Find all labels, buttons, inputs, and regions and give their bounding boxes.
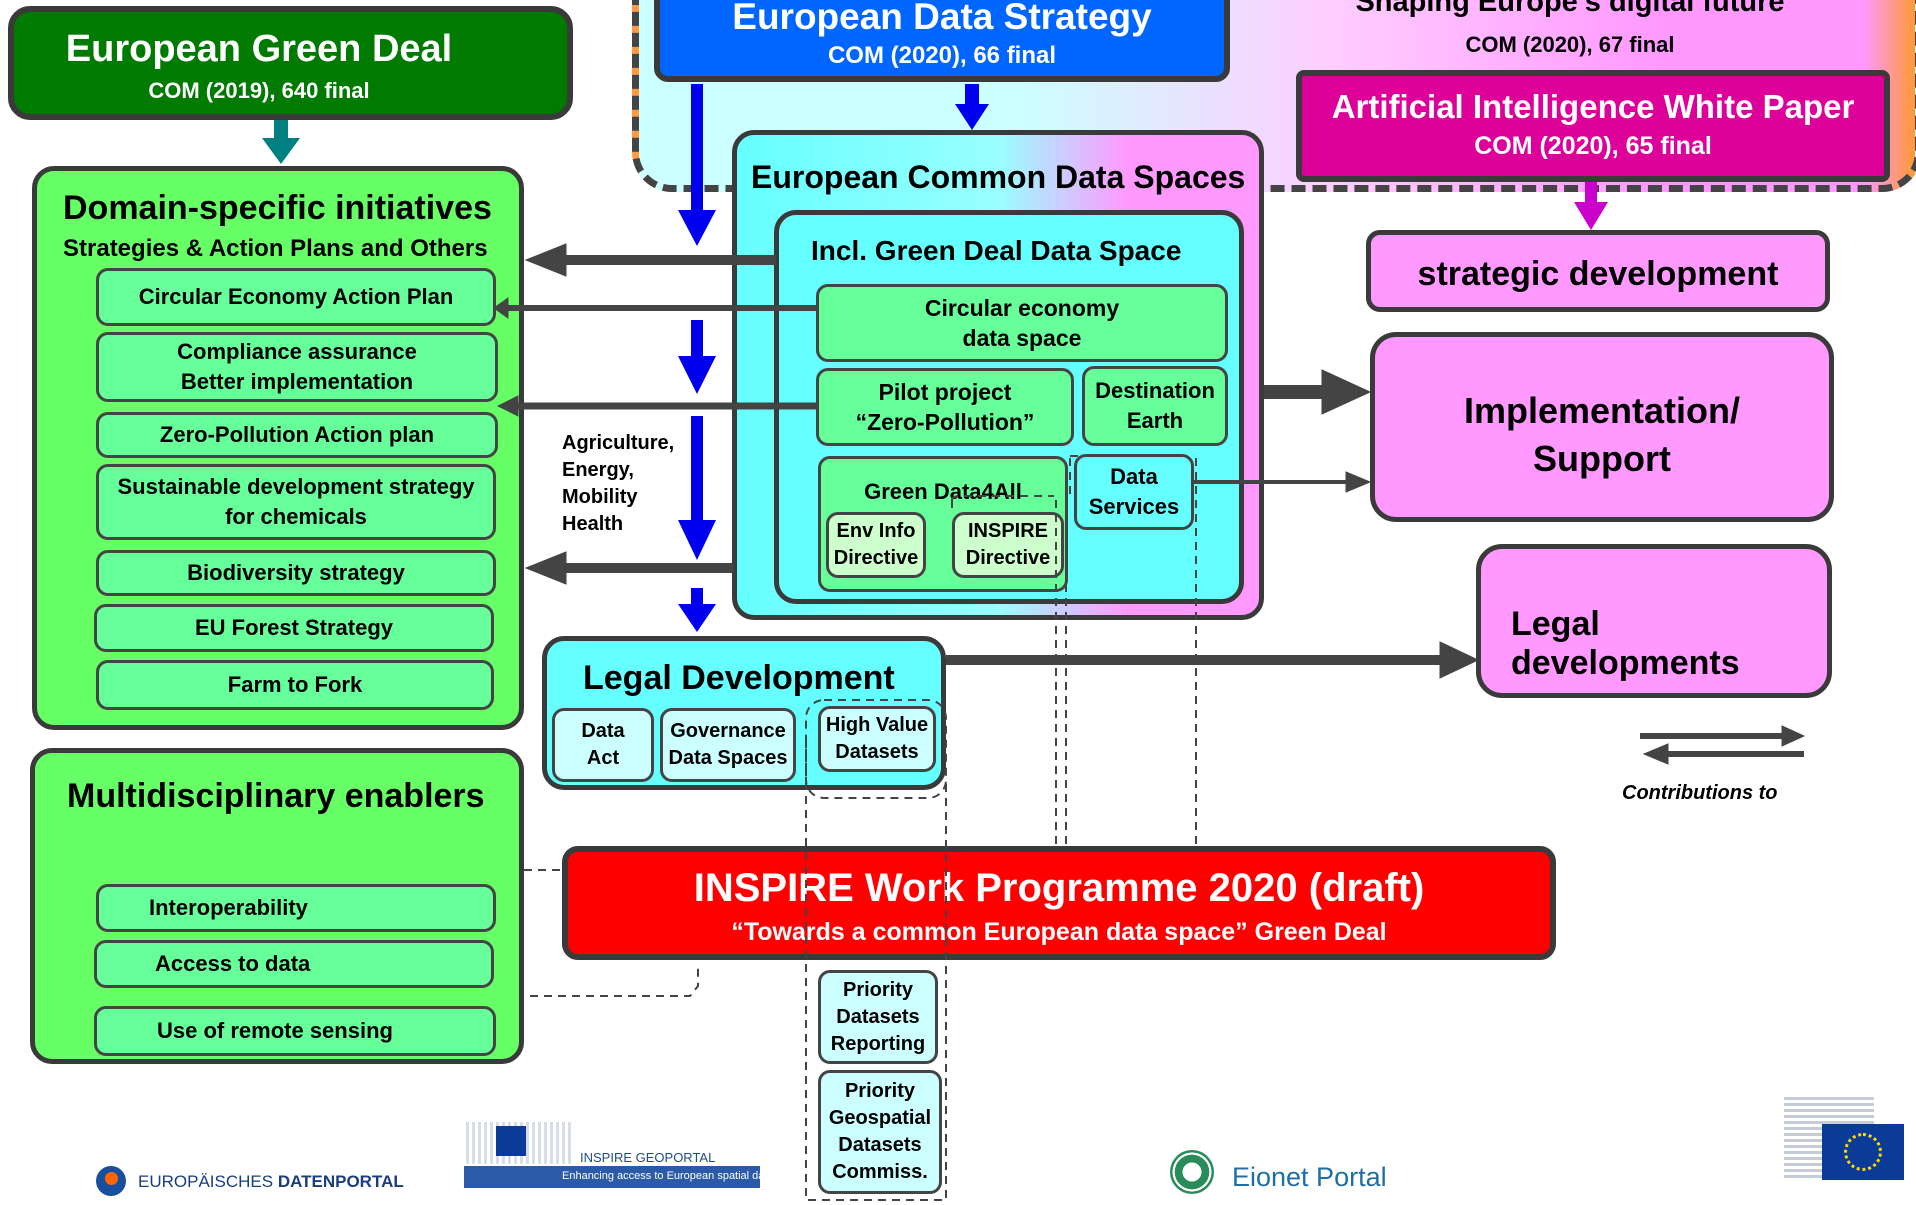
domain-item-farm-to-fork: Farm to Fork [96, 660, 494, 710]
enabler-access-to-data: Access to data [94, 940, 494, 988]
datenportal-icon [96, 1166, 126, 1196]
eionet-logo: Eionet Portal [1168, 1146, 1408, 1204]
inspire-work-programme-box: INSPIRE Work Programme 2020 (draft) “Tow… [562, 846, 1556, 960]
inspire-geoportal-logo: INSPIRE GEOPORTAL Enhancing access to Eu… [464, 1122, 774, 1188]
enablers-title: Multidisciplinary enablers [67, 777, 485, 815]
high-value-datasets: High Value Datasets [818, 706, 936, 772]
inspire-directive: INSPIRE Directive [952, 512, 1064, 578]
implementation-support-box: Implementation/ Support [1370, 332, 1834, 522]
common-data-spaces-title: European Common Data Spaces [751, 159, 1246, 195]
domain-item-forest: EU Forest Strategy [94, 604, 494, 652]
green-deal-data-space-title: Incl. Green Deal Data Space [811, 235, 1182, 266]
geoportal-subtitle: Enhancing access to European spatial dat… [562, 1170, 774, 1182]
domain-item-zero-pollution: Zero-Pollution Action plan [96, 412, 498, 458]
green-deal-ref: COM (2019), 640 final [148, 78, 370, 103]
domain-item-chemicals: Sustainable development strategy for che… [96, 464, 496, 540]
green-data4all-title: Green Data4All [864, 479, 1022, 504]
domain-subtitle: Strategies & Action Plans and Others [63, 235, 488, 262]
strategic-development-box: strategic development [1366, 230, 1830, 312]
european-commission-logo [1784, 1086, 1904, 1182]
eionet-portal-text: Eionet Portal [1232, 1162, 1387, 1192]
inspire-wp-title: INSPIRE Work Programme 2020 (draft) [693, 866, 1425, 910]
ai-white-paper-box: Artificial Intelligence White Paper COM … [1296, 70, 1890, 182]
green-deal-box: European Green Deal COM (2019), 640 fina… [8, 6, 573, 120]
green-deal-arrow [262, 120, 300, 164]
geoportal-title: INSPIRE GEOPORTAL [580, 1150, 716, 1165]
env-info-directive: Env Info Directive [826, 512, 926, 578]
domain-item-circular-economy: Circular Economy Action Plan [96, 268, 496, 326]
ai-to-strategic-arrow [1574, 182, 1608, 230]
destination-earth: Destination Earth [1082, 366, 1228, 446]
enabler-remote-sensing: Use of remote sensing [94, 1006, 496, 1056]
data-strategy-box: European Data Strategy COM (2020), 66 fi… [654, 0, 1230, 82]
sectors-label: Agriculture, Energy, Mobility Health [562, 432, 675, 535]
eu-flag-icon [1822, 1124, 1904, 1180]
eu-flag-icon [496, 1126, 526, 1156]
governance-data-spaces: Governance Data Spaces [660, 708, 796, 782]
priority-datasets-reporting: Priority Datasets Reporting [818, 970, 938, 1064]
legend-arrows-icon [1640, 725, 1806, 765]
data-strategy-to-data-spaces-arrow [955, 84, 989, 130]
digital-future-ref: COM (2020), 67 final [1465, 32, 1675, 57]
legend-label: Contributions to [1622, 782, 1778, 804]
ai-white-paper-ref: COM (2020), 65 final [1474, 132, 1712, 160]
data-act: Data Act [552, 708, 654, 782]
blue-vertical-arrows [678, 84, 716, 632]
data-spaces-to-domain-arrows [493, 243, 818, 585]
green-deal-title: European Green Deal [65, 28, 453, 70]
legal-development-title: Legal Development [583, 659, 895, 697]
datenportal-text-a: EUROPÄISCHES [138, 1172, 278, 1191]
strategic-development-label: strategic development [1417, 255, 1779, 293]
domain-title: Domain-specific initiatives [63, 189, 492, 227]
priority-geospatial-datasets: Priority Geospatial Datasets Commiss. [818, 1070, 942, 1194]
ai-white-paper-title: Artificial Intelligence White Paper [1331, 88, 1855, 125]
inspire-wp-subtitle: “Towards a common European data space” G… [731, 918, 1387, 946]
datenportal-logo: EUROPÄISCHES DATENPORTAL [96, 1164, 416, 1198]
legal-developments-box: Legal developments [1476, 544, 1832, 698]
data-strategy-title: European Data Strategy [732, 0, 1152, 37]
enabler-interoperability: Interoperability [96, 884, 496, 932]
data-strategy-ref: COM (2020), 66 final [827, 42, 1057, 69]
pilot-zero-pollution: Pilot project “Zero-Pollution” [816, 368, 1074, 446]
digital-future-title: Shaping Europe’s digital future [1355, 0, 1785, 18]
domain-item-biodiversity: Biodiversity strategy [96, 550, 496, 596]
domain-item-compliance: Compliance assurance Better implementati… [96, 332, 498, 402]
circular-economy-data-space: Circular economy data space [816, 284, 1228, 362]
implementation-support-label: Implementation/ Support [1463, 390, 1741, 479]
eionet-icon [1170, 1150, 1214, 1194]
legal-developments-label: Legal developments [1511, 605, 1740, 682]
dashed-connectors [524, 455, 1197, 1201]
to-implementation-arrows [946, 369, 1480, 679]
datenportal-text-b: DATENPORTAL [277, 1172, 404, 1191]
